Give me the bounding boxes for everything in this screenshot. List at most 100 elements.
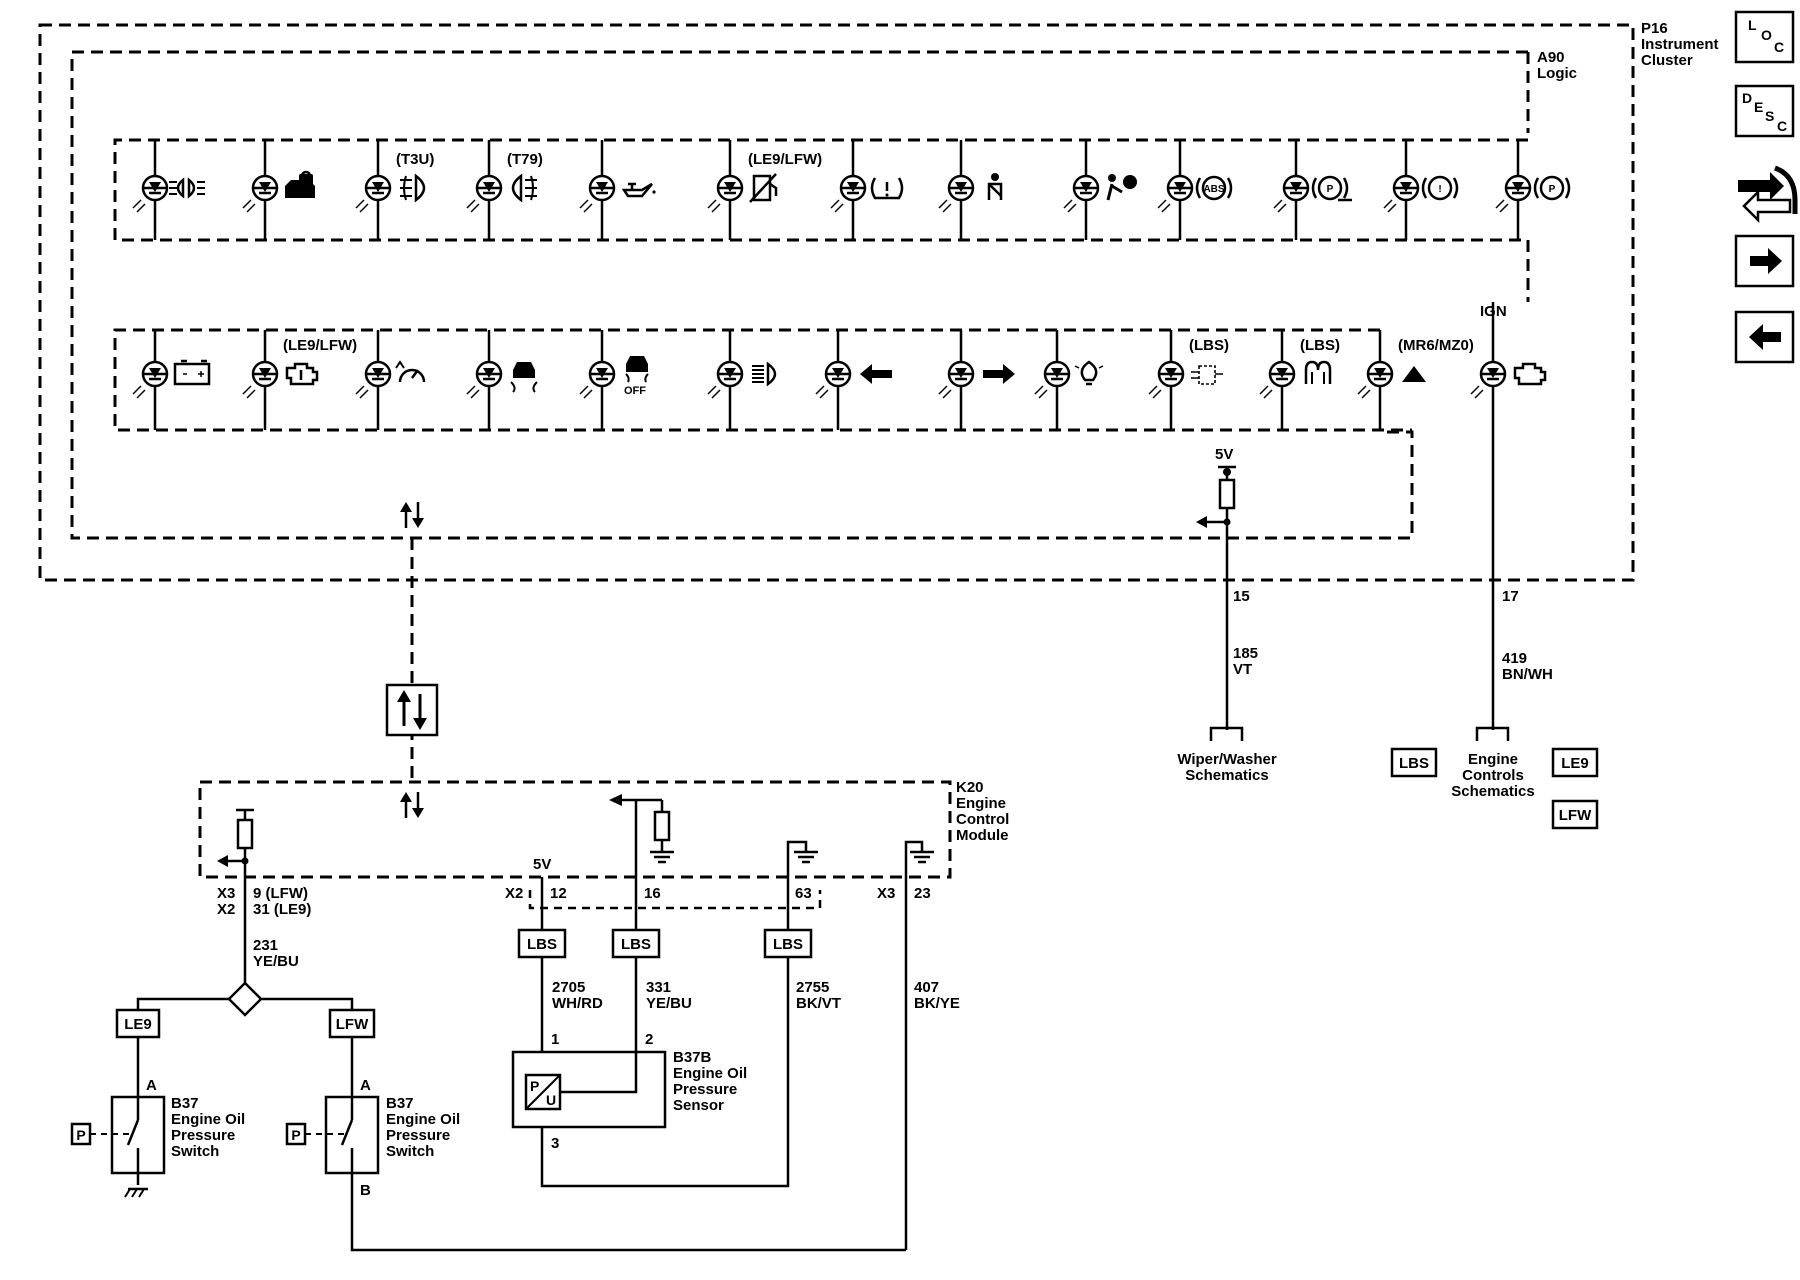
svg-text:S: S [1765, 108, 1774, 124]
top-indicator-13: P [1494, 140, 1571, 240]
pressure-transducer-icon: P U [524, 1073, 562, 1111]
ecm-pin-31: 31 (LE9) [253, 901, 311, 918]
switch-le9-name-3: Switch [171, 1143, 219, 1160]
switch-lfw-name-2: Pressure [386, 1127, 450, 1144]
wiper-wire-color: VT [1233, 661, 1252, 678]
option-code: (LE9/LFW) [748, 151, 822, 168]
location-button[interactable]: L O C [1734, 10, 1795, 64]
ecm-low-reference [786, 840, 818, 930]
engine-dest-3: Schematics [1451, 783, 1534, 800]
wire-231-number: 231 [253, 937, 278, 954]
pressure-symbol-lfw: P [285, 1122, 307, 1146]
wire-407-color: BK/YE [914, 995, 960, 1012]
data-arrows-ecm [400, 792, 424, 818]
led-bulb-icon [354, 360, 392, 400]
data-arrows-cluster [400, 502, 424, 528]
wire-2755-color: BK/VT [796, 995, 841, 1012]
ign-label: IGN [1480, 303, 1507, 320]
bottom-indicator-3 [354, 330, 426, 430]
engine-tag-le9: LE9 [1551, 747, 1599, 778]
top-indicator-4: (T79) [465, 140, 543, 240]
wire-331-color: YE/BU [646, 995, 692, 1012]
front-fog-lamp-icon [400, 173, 426, 203]
engine-tag-lbs: LBS [1390, 747, 1438, 778]
upshift-icon [1402, 366, 1426, 382]
bottom-indicator-4 [465, 330, 538, 430]
led-bulb-icon [241, 360, 279, 400]
svg-text:E: E [1754, 99, 1763, 115]
wiper-dest-1: Wiper/Washer [1177, 751, 1276, 768]
svg-text:P: P [1327, 184, 1334, 195]
next-page-button[interactable] [1734, 234, 1795, 288]
top-indicator-11: P [1272, 140, 1352, 240]
splice-diamond [227, 981, 263, 1017]
engine-wire-color: BN/WH [1502, 666, 1553, 683]
bottom-indicator-1 [131, 330, 211, 430]
switch-lfw-ref: B37 [386, 1095, 414, 1112]
svg-text:D: D [1742, 90, 1752, 106]
sensor-pin-1: 1 [551, 1031, 559, 1048]
led-bulb-icon [465, 360, 503, 400]
ecm-pin-16: 16 [644, 885, 661, 902]
wire-331-number: 331 [646, 979, 671, 996]
bottom-indicator-2: (LE9/LFW) [241, 330, 357, 430]
airbag-icon [1106, 174, 1137, 201]
wire-2705-number: 2705 [552, 979, 585, 996]
ecm-name-2: Control [956, 811, 1009, 828]
park-brake-icon: P [1533, 175, 1571, 201]
top-indicator-12: ! [1382, 140, 1459, 240]
connector-view-button[interactable] [1738, 165, 1798, 224]
ecm-x3-b: X3 [877, 885, 895, 902]
sensor-pin-3: 3 [551, 1135, 559, 1152]
switch-le9-ref: B37 [171, 1095, 199, 1112]
wire-231-color: YE/BU [253, 953, 299, 970]
ecm-x3-label: X3 [217, 885, 235, 902]
oil-pressure-icon [621, 182, 656, 198]
bottom-indicator-5: OFF [578, 330, 649, 430]
glow-plug-icon [1304, 360, 1332, 384]
engine-pin: 17 [1502, 588, 1519, 605]
logic-name: Logic [1537, 65, 1577, 82]
traction-off-icon: OFF [624, 356, 649, 397]
ecm-signal-input [609, 794, 674, 930]
bottom-indicator-11: (LBS) [1258, 330, 1340, 430]
led-bulb-icon [1156, 174, 1194, 214]
engine-circuit-number: 419 [1502, 650, 1527, 667]
switch-le9-pin-a: A [146, 1077, 157, 1094]
ecm-ref: K20 [956, 779, 984, 796]
svg-text:!: ! [1438, 184, 1441, 195]
option-code: (MR6/MZ0) [1398, 337, 1474, 354]
wiper-pin: 15 [1233, 588, 1250, 605]
ecm-pin-23: 23 [914, 885, 931, 902]
svg-text:P: P [530, 1078, 539, 1094]
tag-le9: LE9 [115, 1008, 161, 1039]
top-indicator-7 [829, 140, 904, 240]
led-bulb-icon [1382, 174, 1420, 214]
vehicle-security-icon [285, 170, 315, 198]
water-in-fuel-icon [1191, 365, 1223, 385]
engine-dest-2: Controls [1462, 767, 1524, 784]
sensor-ref: B37B [673, 1049, 712, 1066]
connector-view-icon [1738, 165, 1798, 224]
svg-text:LFW: LFW [1559, 807, 1592, 824]
logic-module: A90 Logic [70, 49, 1577, 540]
top-indicator-9 [1062, 140, 1137, 240]
svg-text:P: P [291, 1127, 300, 1143]
reduced-power-icon [285, 362, 319, 386]
lamp-out-icon [1074, 360, 1104, 386]
svg-text:LBS: LBS [1399, 755, 1429, 772]
svg-text:ABS: ABS [1203, 184, 1224, 195]
switch-lfw-name-3: Switch [386, 1143, 434, 1160]
bottom-indicator-12: (MR6/MZ0) [1356, 330, 1474, 430]
svg-text:U: U [546, 1092, 556, 1108]
ecm-x2-label: X2 [217, 901, 235, 918]
led-bulb-icon [1356, 360, 1394, 400]
previous-page-button[interactable] [1734, 310, 1795, 364]
svg-text:L: L [1748, 17, 1757, 33]
turn-right-icon [983, 364, 1015, 384]
led-bulb-icon [131, 360, 169, 400]
led-bulb-icon [814, 360, 852, 400]
description-button[interactable]: D E S C [1734, 84, 1795, 138]
